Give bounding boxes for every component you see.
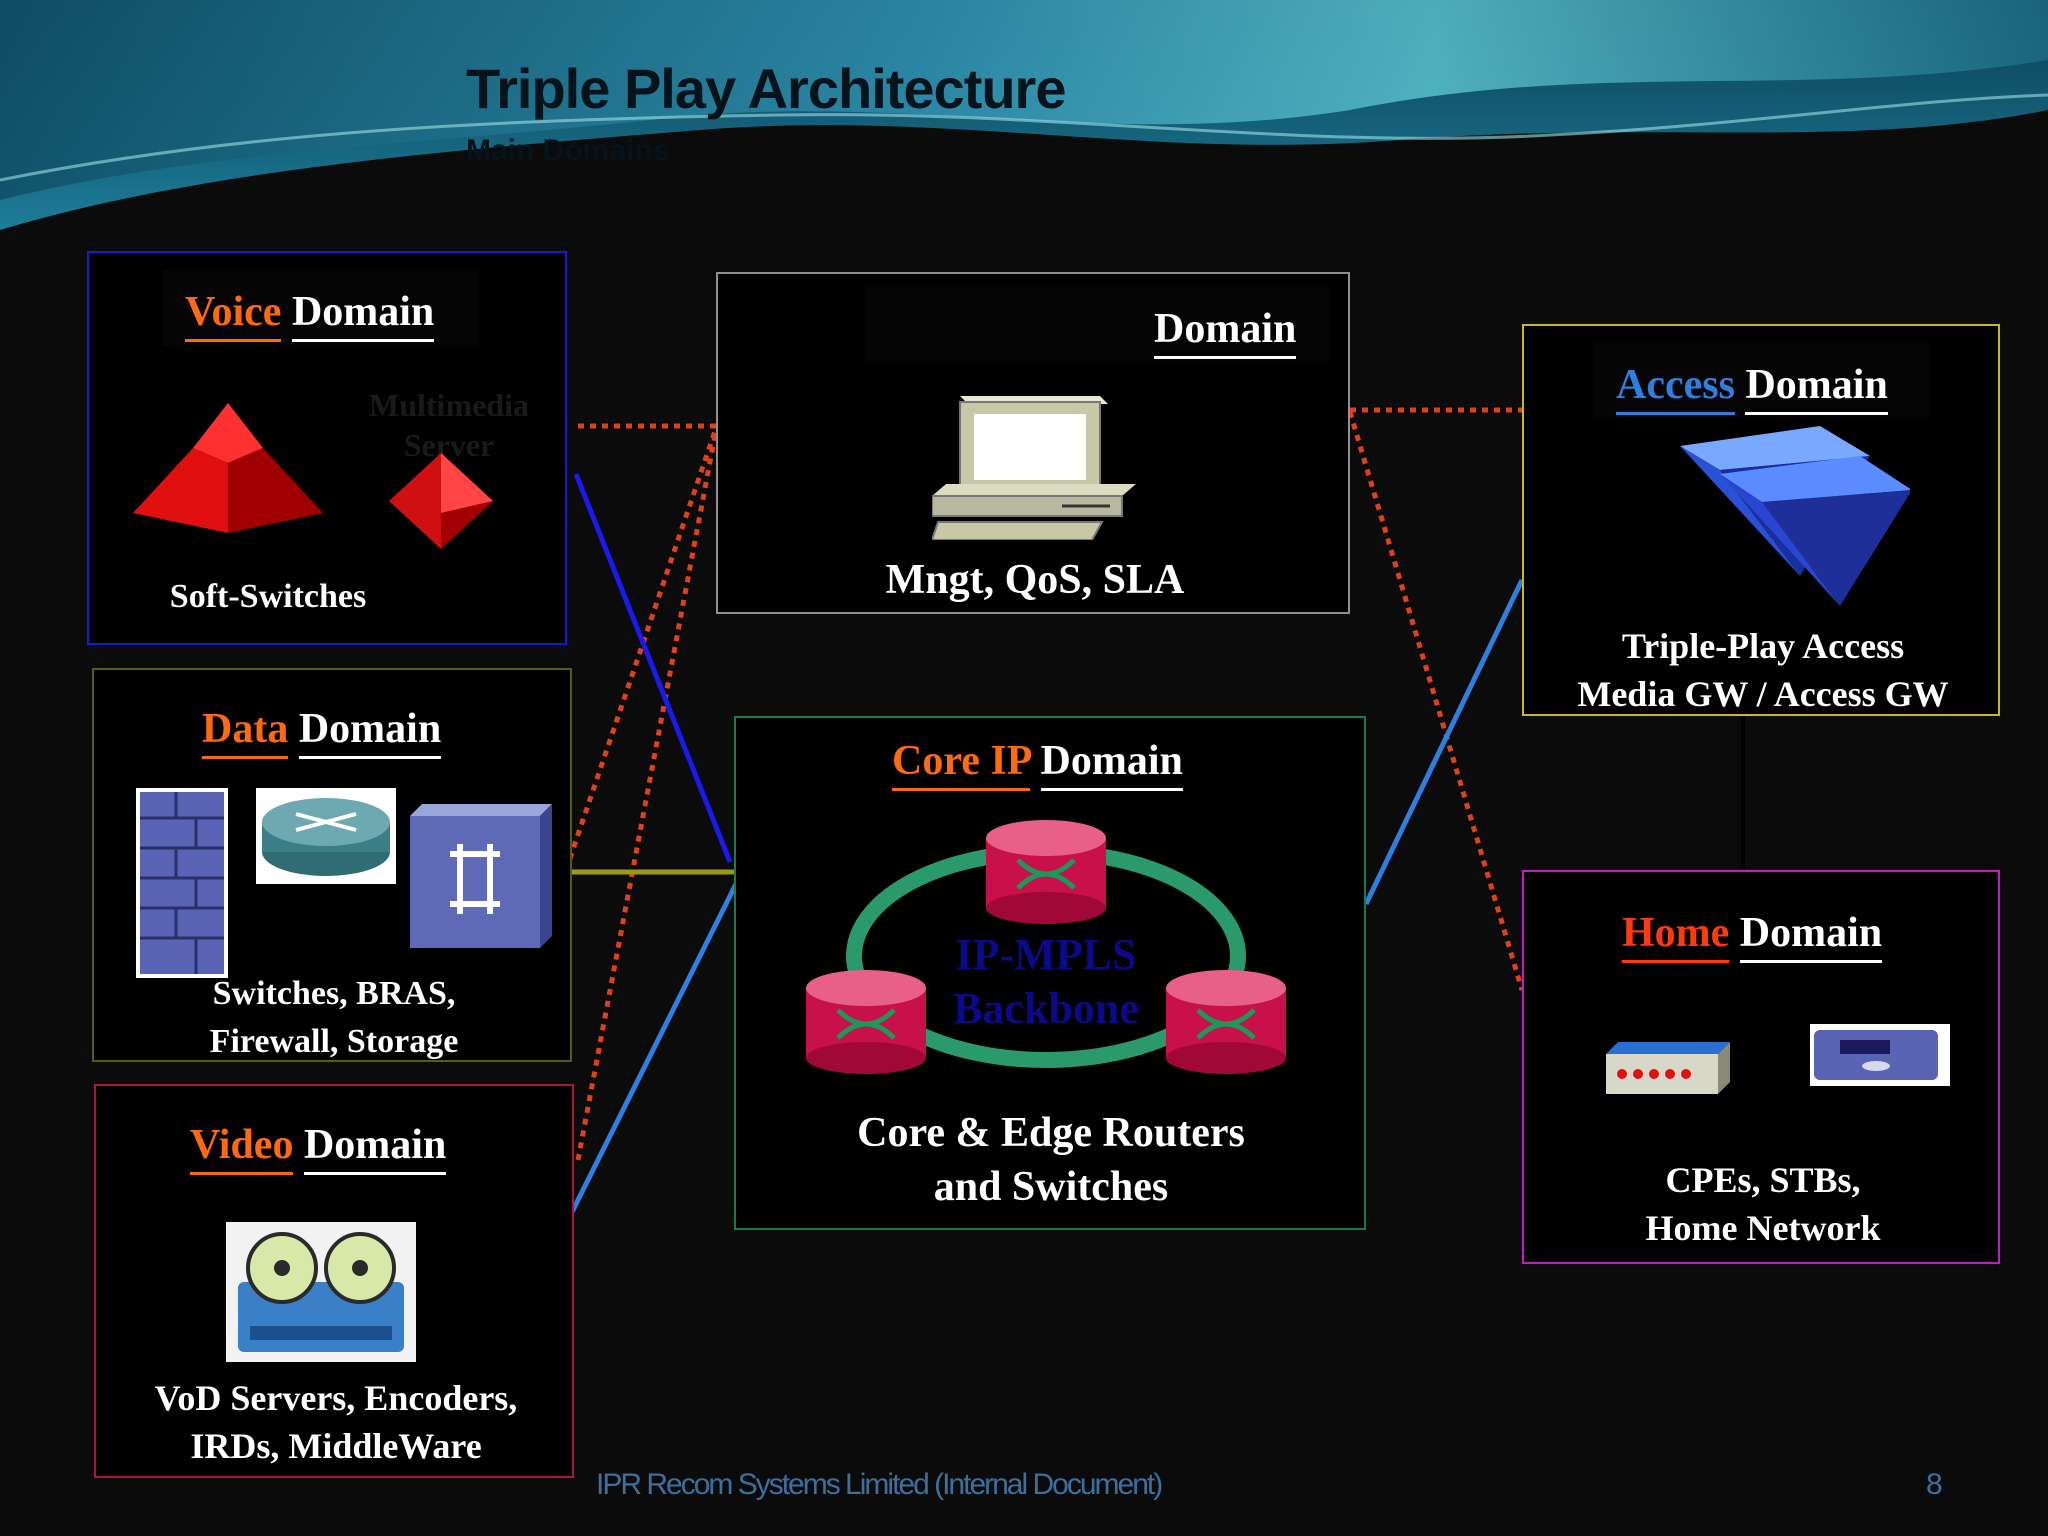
data-accent-label: Data <box>202 706 289 759</box>
access-caption-line1: Triple-Play Access <box>1621 626 1905 666</box>
video-accent-label: Video <box>190 1122 294 1175</box>
access-domain-header: Access Domain <box>1616 362 1888 415</box>
router-left <box>806 970 926 1074</box>
core-caption-line2: and Switches <box>933 1164 1169 1210</box>
router-icon <box>256 788 396 884</box>
access-caption: Triple-Play Access Media GW / Access GW <box>1534 622 1992 718</box>
vod-server-tape-icon <box>226 1222 416 1362</box>
backbone-line1: IP-MPLS <box>955 930 1137 979</box>
access-domain-label: Domain <box>1745 362 1888 415</box>
mgmt-caption: Mngt, QoS, SLA <box>885 557 1185 603</box>
voice-domain-label: Domain <box>291 289 435 342</box>
management-computer-icon <box>932 396 1136 540</box>
voice-caption: Soft-Switches <box>169 578 367 615</box>
data-caption: Switches, BRAS, Firewall, Storage <box>154 970 514 1066</box>
home-domain-header: Home Domain <box>1622 910 1883 963</box>
multimedia-label-line1: Multimedia <box>369 387 529 423</box>
voice-header-panel <box>163 270 479 346</box>
mgmt-domain-header: Domain <box>1154 306 1297 359</box>
data-domain-header: Data Domain <box>202 706 442 759</box>
core-caption: Core & Edge Routers and Switches <box>776 1106 1326 1214</box>
home-caption-line2: Home Network <box>1645 1208 1881 1248</box>
page-subtitle: Main Domains <box>466 134 670 167</box>
firewall-icon <box>136 788 228 978</box>
set-top-box-icon <box>1810 1024 1950 1086</box>
multimedia-label-line2: Server <box>403 427 495 463</box>
home-domain-label: Domain <box>1739 910 1883 963</box>
mgmt-header-panel <box>866 286 1330 362</box>
access-gateway-icon <box>1680 426 1910 606</box>
video-domain-header: Video Domain <box>190 1122 447 1175</box>
mpls-ring-icon <box>806 820 1286 1074</box>
cpe-modem-icon <box>1606 1042 1730 1094</box>
core-ip-domain-box: Core IP Domain IP-MPLS Backbone Core & E… <box>734 716 1366 1230</box>
router-right <box>1166 970 1286 1074</box>
page-number: 8 <box>1926 1468 1943 1501</box>
video-caption-line1: VoD Servers, Encoders, <box>154 1378 518 1418</box>
voice-domain-header: Voice Domain <box>185 289 435 342</box>
mgmt-domain-label: Domain <box>1154 306 1297 359</box>
access-domain-box: Access Domain Triple-Play Access Media G… <box>1522 324 2000 716</box>
home-accent-label: Home <box>1622 910 1730 963</box>
core-accent-label: Core IP <box>892 738 1031 791</box>
data-caption-line1: Switches, BRAS, <box>212 975 456 1012</box>
soft-switch-pyramid-icon <box>133 403 323 533</box>
video-caption-line2: IRDs, MiddleWare <box>190 1426 482 1466</box>
ip-mpls-backbone-label: IP-MPLS Backbone <box>866 928 1226 1036</box>
core-domain-header: Core IP Domain <box>892 738 1183 791</box>
video-caption: VoD Servers, Encoders, IRDs, MiddleWare <box>116 1374 556 1470</box>
access-header-panel <box>1594 342 1930 418</box>
video-domain-label: Domain <box>303 1122 447 1175</box>
router-top <box>986 820 1106 924</box>
footer-document-label: IPR Recom Systems Limited (Internal Docu… <box>596 1468 1163 1501</box>
header-wave-banner <box>0 0 2048 230</box>
voice-domain-box: Voice Domain Multimedia Server Soft-Swit… <box>87 251 567 645</box>
multimedia-server-label: Multimedia Server <box>349 385 549 465</box>
home-caption-line1: CPEs, STBs, <box>1665 1160 1861 1200</box>
video-domain-box: Video Domain VoD Servers, Encoders, IRDs… <box>94 1084 574 1478</box>
access-accent-label: Access <box>1616 362 1735 415</box>
home-domain-box: Home Domain CPEs, STBs, Home Network <box>1522 870 2000 1264</box>
home-caption: CPEs, STBs, Home Network <box>1544 1156 1982 1252</box>
multimedia-server-icon <box>389 453 493 549</box>
backbone-line2: Backbone <box>953 984 1139 1033</box>
data-caption-line2: Firewall, Storage <box>209 1023 459 1060</box>
switch-icon <box>410 804 552 948</box>
data-domain-label: Domain <box>298 706 442 759</box>
core-caption-line1: Core & Edge Routers <box>857 1110 1245 1156</box>
management-domain-box: Domain Mngt, QoS, SLA <box>716 272 1350 614</box>
data-domain-box: Data Domain Switches, BRAS, Firewall, St… <box>92 668 572 1062</box>
voice-accent-label: Voice <box>185 289 282 342</box>
core-domain-label: Domain <box>1040 738 1183 791</box>
access-caption-line2: Media GW / Access GW <box>1577 674 1949 714</box>
page-title: Triple Play Architecture <box>466 57 1066 120</box>
